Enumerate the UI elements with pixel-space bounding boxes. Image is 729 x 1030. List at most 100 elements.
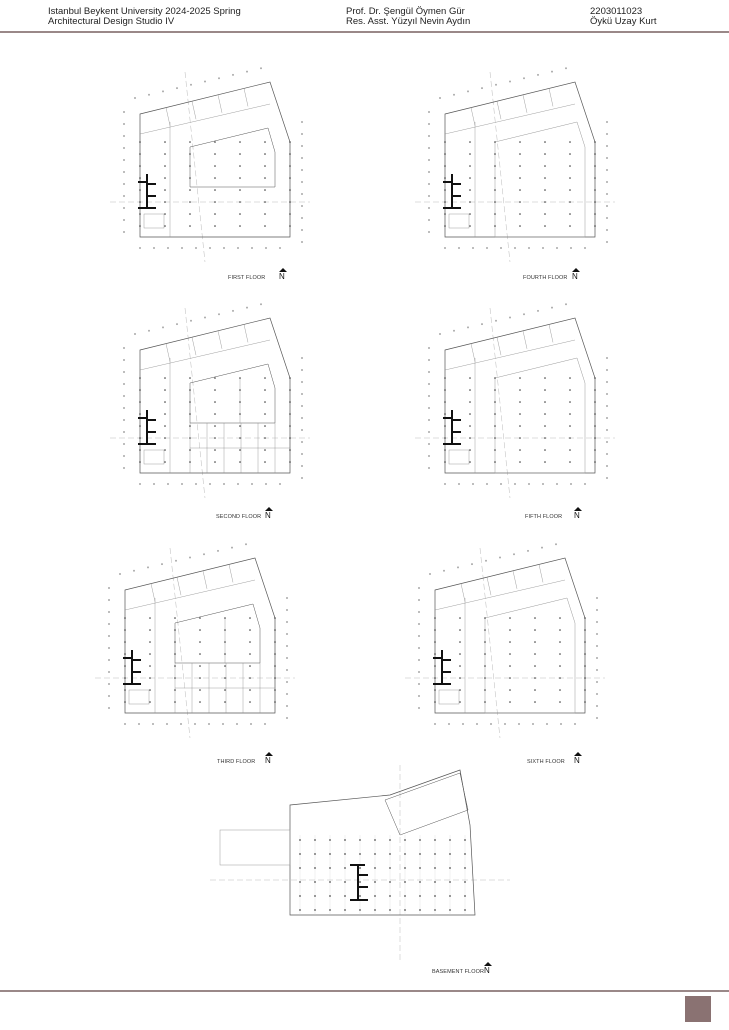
grid-marker [245, 543, 247, 546]
column [199, 665, 201, 667]
column [569, 461, 571, 463]
grid-marker [504, 723, 506, 725]
column [189, 389, 191, 391]
column [569, 201, 571, 203]
column [559, 677, 561, 679]
wc-block [128, 689, 150, 705]
partition-wall [512, 570, 518, 589]
grid-marker [596, 633, 598, 635]
column [224, 689, 226, 691]
axis-line [489, 307, 511, 498]
courtyard-outline [189, 363, 276, 424]
column [224, 653, 226, 655]
column [139, 165, 141, 167]
column [594, 461, 596, 463]
column [289, 461, 291, 463]
column [494, 213, 496, 215]
column [519, 437, 521, 439]
column [459, 689, 461, 691]
grid-marker [499, 556, 501, 559]
grid-marker [606, 157, 608, 159]
column [494, 153, 496, 155]
grid-marker [123, 147, 125, 149]
column [484, 701, 486, 703]
column [459, 617, 461, 619]
grid-marker [485, 559, 487, 562]
column [239, 425, 241, 427]
column [469, 213, 471, 215]
column [519, 189, 521, 191]
column [164, 461, 166, 463]
grid-marker [119, 573, 121, 575]
column [289, 425, 291, 427]
column [214, 225, 216, 227]
column [214, 141, 216, 143]
floor-plan-drawing [110, 67, 310, 262]
column [484, 629, 486, 631]
grid-marker [457, 566, 459, 569]
column [264, 413, 266, 415]
grid-marker [123, 123, 125, 125]
grid-marker [490, 723, 492, 725]
partition-wall [522, 94, 528, 113]
column [534, 689, 536, 691]
grid-marker [162, 90, 164, 93]
column [569, 141, 571, 143]
grid-marker [523, 313, 525, 316]
grid-marker [596, 609, 598, 611]
partition-wall [538, 564, 544, 583]
column [544, 213, 546, 215]
column [274, 629, 276, 631]
column [469, 425, 471, 427]
column [264, 437, 266, 439]
grid-marker [123, 395, 125, 397]
column [534, 701, 536, 703]
stair-core [123, 650, 141, 685]
grid-marker [153, 247, 155, 249]
partition-wall [243, 324, 249, 343]
floor-plan-drawing [415, 303, 615, 498]
column [444, 449, 446, 451]
grid-marker [123, 135, 125, 137]
column [124, 641, 126, 643]
column [509, 617, 511, 619]
grid-marker [418, 635, 420, 637]
column [239, 449, 241, 451]
column [459, 701, 461, 703]
grid-marker [123, 443, 125, 445]
grid-marker [123, 171, 125, 173]
grid-marker [596, 717, 598, 719]
grid-marker [606, 405, 608, 407]
instructor-text: Prof. Dr. Şengül Öymen Gür [346, 6, 465, 17]
grid-marker [434, 723, 436, 725]
grid-marker [190, 83, 192, 86]
corridor-wall [139, 103, 271, 135]
grid-marker [251, 483, 253, 485]
grid-marker [108, 707, 110, 709]
column [289, 437, 291, 439]
column [494, 377, 496, 379]
column [444, 377, 446, 379]
column [139, 437, 141, 439]
grid-marker [108, 599, 110, 601]
column [594, 153, 596, 155]
column [459, 665, 461, 667]
university-text: Istanbul Beykent University 2024-2025 Sp… [48, 6, 241, 17]
column [544, 401, 546, 403]
column [569, 225, 571, 227]
column [584, 689, 586, 691]
column [469, 461, 471, 463]
column [519, 401, 521, 403]
grid-marker [596, 657, 598, 659]
grid-marker [606, 441, 608, 443]
column [594, 425, 596, 427]
grid-marker [123, 183, 125, 185]
grid-marker [217, 549, 219, 552]
column [239, 141, 241, 143]
column [469, 449, 471, 451]
column [544, 141, 546, 143]
column [214, 213, 216, 215]
column [274, 677, 276, 679]
column [544, 225, 546, 227]
column [214, 461, 216, 463]
